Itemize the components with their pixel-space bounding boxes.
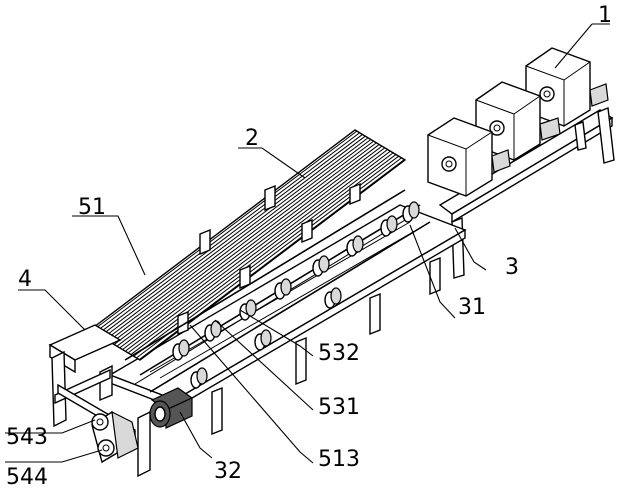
rack-slat: [111, 142, 378, 343]
roller-flange: [386, 215, 398, 233]
roller-flange: [352, 235, 364, 253]
rack-slat: [117, 145, 383, 347]
roller-flange: [196, 367, 208, 385]
label-4: 4: [18, 267, 32, 292]
rack-slat: [100, 135, 366, 337]
rack-slat: [119, 147, 386, 348]
rack-slat: [97, 133, 363, 335]
roller-flange: [330, 287, 342, 305]
label-51: 51: [78, 195, 106, 220]
rack-slat: [108, 140, 375, 342]
rack-slat: [122, 148, 389, 350]
slat-rack: [88, 129, 407, 361]
label-544: 544: [6, 465, 48, 490]
rack-slat: [102, 137, 369, 338]
label-3: 3: [505, 255, 519, 280]
motor-32: [149, 387, 194, 429]
chain-drive: [91, 410, 139, 464]
label-532: 532: [318, 341, 360, 366]
roller-flange: [280, 278, 292, 296]
label-1: 1: [598, 3, 612, 28]
processing-box-1: [427, 117, 511, 197]
roller-flange: [178, 339, 190, 357]
shaft-assembly: [124, 189, 431, 393]
leader-lines: [5, 23, 610, 464]
label-543: 543: [6, 425, 48, 450]
rack-slat: [125, 150, 392, 352]
label-531: 531: [318, 395, 360, 420]
rack-slat: [114, 143, 380, 345]
rack-slat: [128, 152, 395, 353]
label-2: 2: [245, 126, 259, 151]
rack-slat: [91, 130, 358, 332]
rack-slat: [94, 132, 361, 334]
roller-flange: [408, 201, 420, 219]
roller-flange: [318, 255, 330, 273]
label-513: 513: [318, 447, 360, 472]
label-32: 32: [214, 459, 242, 484]
part-labels: 1 2 3 4 31 32 51 513 531 532 543 544: [6, 3, 612, 490]
roller-flange: [245, 299, 257, 317]
roller-flange: [260, 329, 272, 347]
label-31: 31: [458, 295, 486, 320]
rack-slat: [105, 138, 372, 340]
conveyor-rail: [438, 107, 615, 279]
